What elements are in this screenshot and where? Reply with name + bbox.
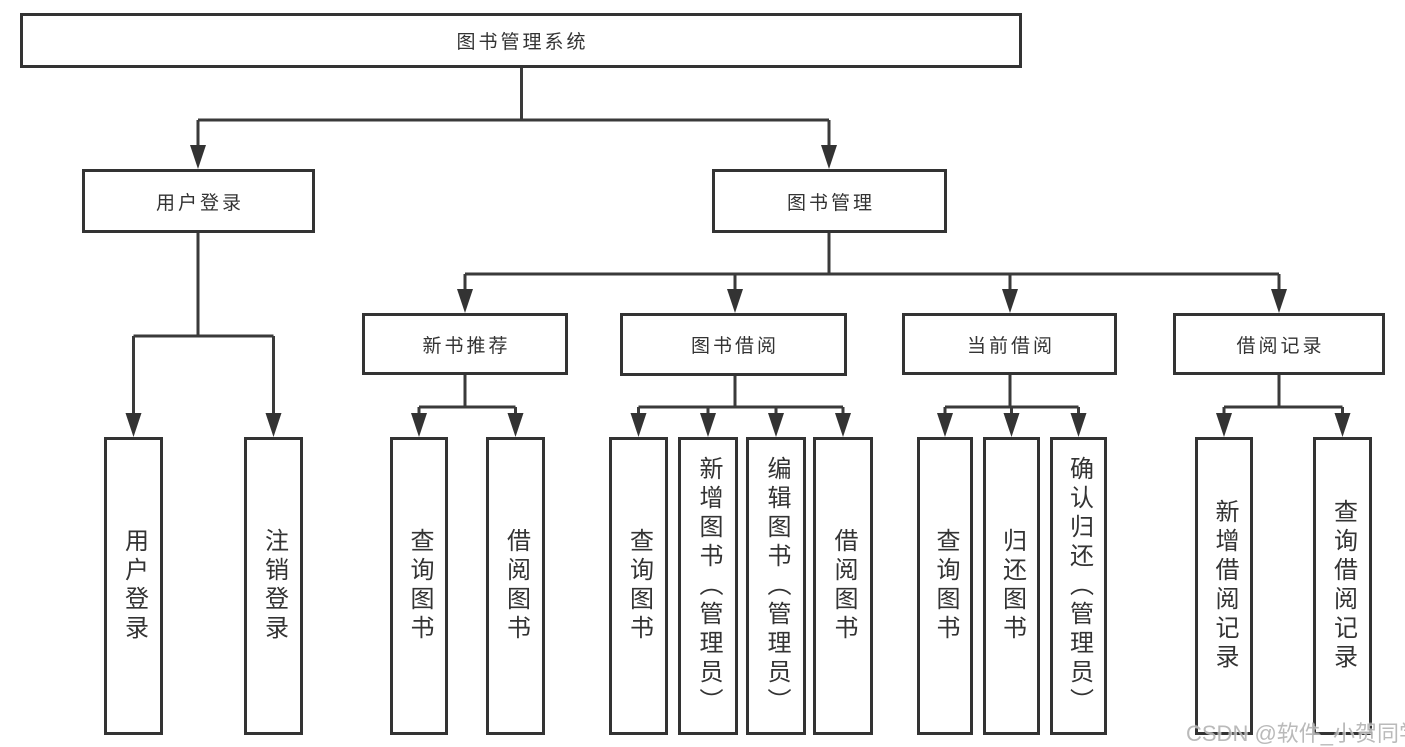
node-cb-confirm-return-admin: 确认归还（管理员） xyxy=(1050,437,1107,735)
node-current-borrowing-label: 当前借阅 xyxy=(966,335,1055,357)
arrowheads xyxy=(125,145,1351,437)
node-cb-query-books: 查询图书 xyxy=(917,437,973,735)
node-book-borrowing-label: 图书借阅 xyxy=(690,336,779,357)
node-rec-borrow-books: 借阅图书 xyxy=(486,437,545,735)
node-borrow-records: 借阅记录 xyxy=(1173,313,1385,375)
node-root: 图书管理系统 xyxy=(20,13,1022,68)
node-cb-return-books-label: 归还图书 xyxy=(998,528,1026,644)
node-book-management-label: 图书管理 xyxy=(786,192,875,214)
node-cb-query-books-label: 查询图书 xyxy=(932,528,959,644)
node-bb-query-books-label: 查询图书 xyxy=(625,528,653,644)
node-br-add-record: 新增借阅记录 xyxy=(1195,437,1253,735)
node-rec-query-books-label: 查询图书 xyxy=(406,528,433,644)
node-book-borrowing: 图书借阅 xyxy=(620,313,847,376)
node-bb-borrow-books: 借阅图书 xyxy=(813,437,873,735)
node-br-query-record: 查询借阅记录 xyxy=(1313,437,1372,735)
node-user-login-label: 用户登录 xyxy=(155,192,244,214)
node-rec-query-books: 查询图书 xyxy=(390,437,448,735)
node-user-login: 用户登录 xyxy=(82,169,315,233)
node-cb-return-books: 归还图书 xyxy=(983,437,1040,735)
node-new-book-recommend-label: 新书推荐 xyxy=(422,335,511,357)
node-bb-query-books: 查询图书 xyxy=(609,437,668,735)
node-br-add-record-label: 新增借阅记录 xyxy=(1211,499,1238,673)
node-leaf-user-login: 用户登录 xyxy=(104,437,163,735)
node-br-query-record-label: 查询借阅记录 xyxy=(1329,499,1357,673)
node-current-borrowing: 当前借阅 xyxy=(902,313,1117,375)
node-bb-add-books-admin: 新增图书（管理员） xyxy=(678,437,738,735)
node-leaf-user-login-label: 用户登录 xyxy=(120,528,148,644)
node-leaf-logout: 注销登录 xyxy=(244,437,303,735)
node-bb-edit-books-admin: 编辑图书（管理员） xyxy=(746,437,806,735)
node-book-management: 图书管理 xyxy=(712,169,947,233)
node-bb-add-books-admin-label: 新增图书（管理员） xyxy=(695,455,722,717)
node-bb-edit-books-admin-label: 编辑图书（管理员） xyxy=(763,455,790,717)
node-root-label: 图书管理系统 xyxy=(456,32,589,53)
node-leaf-logout-label: 注销登录 xyxy=(260,528,288,644)
node-new-book-recommend: 新书推荐 xyxy=(362,313,568,375)
node-bb-borrow-books-label: 借阅图书 xyxy=(830,528,857,644)
csdn-watermark: CSDN @软件_小贺同学 xyxy=(1186,721,1405,746)
node-borrow-records-label: 借阅记录 xyxy=(1236,335,1325,357)
node-rec-borrow-books-label: 借阅图书 xyxy=(502,528,530,644)
node-cb-confirm-return-admin-label: 确认归还（管理员） xyxy=(1065,455,1093,717)
